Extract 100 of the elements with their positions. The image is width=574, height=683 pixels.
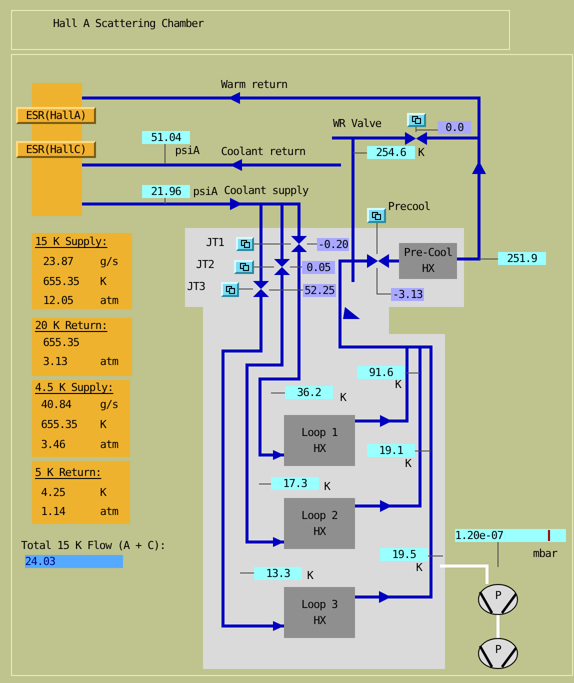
valve-control-button xyxy=(407,113,426,127)
unit-label: K xyxy=(405,458,412,470)
edge-label: Coolant return xyxy=(220,146,306,158)
valve-symbol xyxy=(274,259,290,275)
value-display: 19.1 xyxy=(367,444,415,457)
unit-label: K xyxy=(324,481,330,493)
leader-line xyxy=(376,222,378,254)
unit-label: atm xyxy=(100,295,118,307)
pipe-line xyxy=(355,347,408,422)
pipe-line xyxy=(355,347,422,508)
esr-button: ESR(HallC) xyxy=(16,141,96,158)
leader-line xyxy=(376,268,392,294)
pipe-line xyxy=(389,260,399,262)
value-text: 40.84 xyxy=(41,399,72,411)
value-display: 17.3 xyxy=(271,477,319,490)
pump-symbol: P xyxy=(478,584,518,615)
unit-label: atm xyxy=(100,506,118,518)
status-panel xyxy=(32,318,132,376)
value-text: 23.87 xyxy=(43,256,74,268)
value-display: 1.20e-07 xyxy=(455,529,566,542)
valve-symbol xyxy=(367,254,389,268)
control-label: JT1 xyxy=(206,237,224,249)
value-text: 655.35 xyxy=(41,419,78,431)
heat-exchanger-box: Loop 3 HX xyxy=(284,587,355,638)
value-display: 0.0 xyxy=(438,121,471,134)
pipe-line xyxy=(407,346,420,348)
valve-control-button xyxy=(221,282,239,297)
pipe-line xyxy=(355,346,432,598)
control-label: JT3 xyxy=(187,281,206,293)
leader-line xyxy=(352,152,368,154)
value-text: 655.35 xyxy=(43,337,80,349)
value-display: 254.6 xyxy=(367,146,415,159)
pipe-line xyxy=(330,136,406,284)
heat-exchanger-box: Loop 1 HX xyxy=(284,415,355,466)
value-display: 19.5 xyxy=(380,548,428,561)
status-panel xyxy=(32,461,130,524)
pipe-line xyxy=(496,615,500,638)
title-text: Hall A Scattering Chamber xyxy=(53,18,204,30)
unit-label: psiA xyxy=(193,186,218,198)
pipe-line xyxy=(338,260,407,603)
field-label: Total 15 K Flow (A + C): xyxy=(21,540,166,552)
heat-exchanger-box: Loop 2 HX xyxy=(284,498,355,549)
value-display: 0.05 xyxy=(302,261,335,274)
unit-label: K xyxy=(395,379,402,391)
value-text: 3.13 xyxy=(43,356,68,368)
value-display: 51.04 xyxy=(142,131,190,144)
leader-line xyxy=(478,258,498,260)
control-label: JT2 xyxy=(196,259,214,271)
pipe-line xyxy=(222,297,284,631)
status-panel xyxy=(32,233,132,309)
panel-heading: 20 K Return: xyxy=(35,320,108,332)
valve-symbol xyxy=(291,236,307,252)
leader-line xyxy=(270,392,286,394)
value-display: -3.13 xyxy=(391,288,424,301)
unit-label: K xyxy=(418,147,424,159)
leader-line xyxy=(414,450,432,452)
pipe-line xyxy=(427,136,479,140)
unit-label: atm xyxy=(100,356,118,368)
unit-label: g/s xyxy=(100,399,118,411)
pipe-line xyxy=(261,202,282,206)
leader-line xyxy=(290,266,302,268)
leader-line xyxy=(164,198,166,204)
unit-label: mbar xyxy=(533,548,558,560)
value-display: 52.25 xyxy=(303,284,336,297)
valve-control-button xyxy=(234,260,254,274)
leader-line xyxy=(238,288,254,290)
esr-button: ESR(HallA) xyxy=(16,107,96,124)
pipe-line xyxy=(82,159,341,171)
leader-line xyxy=(254,266,274,268)
pipe-line xyxy=(440,564,488,584)
unit-label: K xyxy=(340,392,346,404)
pipe-line xyxy=(82,202,261,206)
leader-line xyxy=(164,144,166,164)
edge-label: Coolant supply xyxy=(223,185,310,197)
unit-label: atm xyxy=(100,439,118,451)
value-display: 24.03 xyxy=(25,555,123,568)
value-display: 91.6 xyxy=(357,366,405,379)
control-label: WR Valve xyxy=(333,118,382,130)
value-text: 655.35 xyxy=(43,276,80,288)
pipe-line xyxy=(230,198,262,281)
value-display: -0.20 xyxy=(317,238,349,251)
pipe-line xyxy=(258,252,300,460)
leader-line xyxy=(416,130,438,132)
value-text: 1.14 xyxy=(41,506,66,518)
unit-label: psiA xyxy=(175,145,200,157)
leader-line xyxy=(404,372,420,374)
value-text: 4.25 xyxy=(41,487,66,499)
value-display: 21.96 xyxy=(142,185,190,198)
value-text: 3.46 xyxy=(41,439,66,451)
status-panel xyxy=(32,380,130,457)
unit-label: K xyxy=(307,570,314,582)
unit-label: K xyxy=(100,419,106,431)
unit-label: K xyxy=(100,276,106,288)
leader-line xyxy=(240,572,254,574)
valve-symbol xyxy=(253,281,269,297)
pump-symbol: P xyxy=(478,638,518,669)
value-text: 12.05 xyxy=(43,295,74,307)
unit-label: K xyxy=(416,562,422,574)
control-label: Precool xyxy=(388,201,430,213)
panel-heading: 15 K Supply: xyxy=(35,236,108,248)
